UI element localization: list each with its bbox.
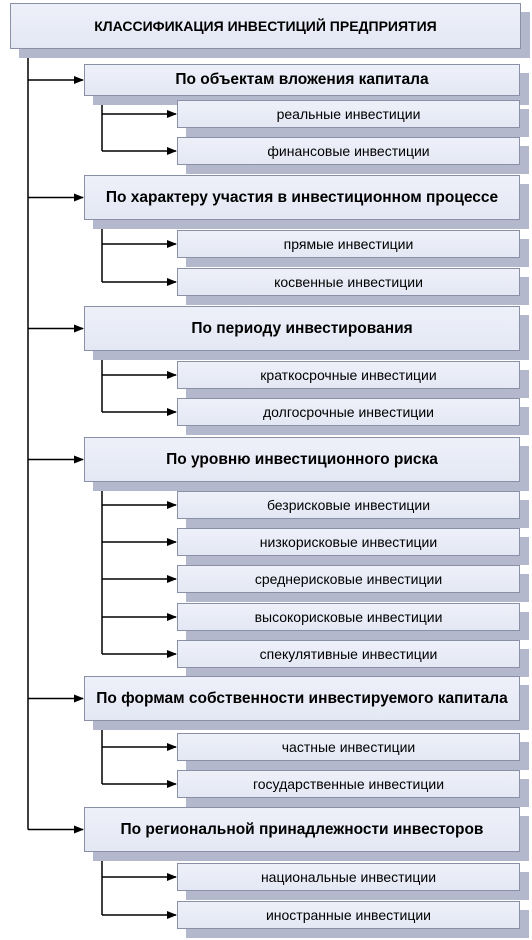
- investment-type-box: спекулятивные инвестиции: [177, 640, 520, 668]
- category-box: По характеру участия в инвестиционном пр…: [84, 175, 520, 220]
- investment-type-box: реальные инвестиции: [177, 100, 520, 128]
- category-box: По региональной принадлежности инвесторо…: [84, 807, 520, 852]
- category-box: По периоду инвестирования: [84, 306, 520, 351]
- diagram-title: КЛАССИФИКАЦИЯ ИНВЕСТИЦИЙ ПРЕДПРИЯТИЯ: [10, 3, 521, 49]
- investment-type-box: косвенные инвестиции: [177, 268, 520, 296]
- investment-type-box: низкорисковые инвестиции: [177, 528, 520, 556]
- category-box: По объектам вложения капитала: [84, 64, 520, 96]
- category-box: По формам собственности инвестируемого к…: [84, 676, 520, 721]
- investment-type-box: краткосрочные инвестиции: [177, 361, 520, 389]
- investment-type-box: государственные инвестиции: [177, 770, 520, 798]
- investment-type-box: иностранные инвестиции: [177, 901, 520, 929]
- investment-type-box: безрисковые инвестиции: [177, 491, 520, 519]
- investment-type-box: национальные инвестиции: [177, 863, 520, 891]
- category-box: По уровню инвестиционного риска: [84, 437, 520, 482]
- investment-type-box: долгосрочные инвестиции: [177, 398, 520, 426]
- investment-type-box: среднерисковые инвестиции: [177, 565, 520, 593]
- investment-type-box: прямые инвестиции: [177, 230, 520, 258]
- investment-type-box: финансовые инвестиции: [177, 137, 520, 165]
- investment-type-box: высокорисковые инвестиции: [177, 603, 520, 631]
- investment-type-box: частные инвестиции: [177, 733, 520, 761]
